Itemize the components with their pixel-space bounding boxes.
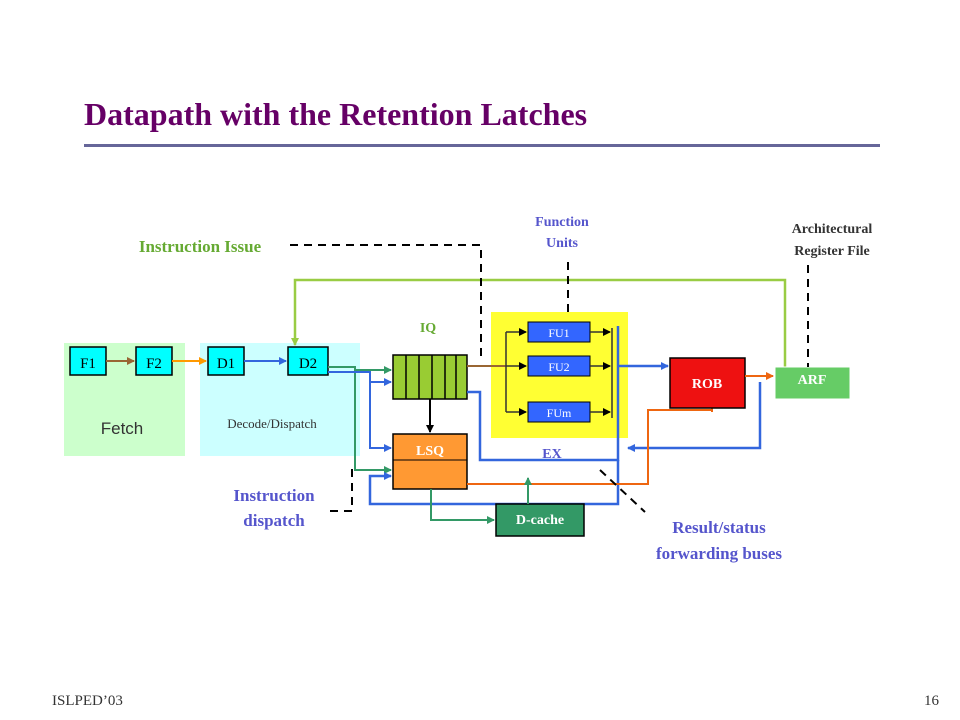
arch-reg-label-2: Register File xyxy=(794,244,870,259)
rob-label: ROB xyxy=(692,377,722,392)
rob-block xyxy=(669,357,746,409)
fu2-label: FU2 xyxy=(548,360,569,374)
fum-label: FUm xyxy=(547,406,572,420)
decode-label: Decode/Dispatch xyxy=(227,416,317,431)
result-forwarding-label-2: forwarding buses xyxy=(656,544,782,563)
ex-label: EX xyxy=(542,447,561,462)
instruction-dispatch-label-1: Instruction xyxy=(233,486,315,505)
fu1-label: FU1 xyxy=(548,326,569,340)
page-title: Datapath with the Retention Latches xyxy=(84,96,588,132)
footer-page-number: 16 xyxy=(924,693,939,709)
f2-label: F2 xyxy=(146,356,162,372)
arf-block xyxy=(774,366,851,400)
d2-latch xyxy=(287,346,329,376)
function-units-label-2: Units xyxy=(546,236,578,251)
dcache-block xyxy=(495,503,585,537)
iq-label: IQ xyxy=(420,321,436,336)
dcache-label: D-cache xyxy=(516,513,564,528)
f1-latch xyxy=(69,346,107,376)
title-underline xyxy=(84,144,880,147)
footer-conference: ISLPED’03 xyxy=(52,693,123,709)
lsq-block xyxy=(392,433,468,490)
function-units-label-1: Function xyxy=(535,215,589,230)
arch-reg-label-1: Architectural xyxy=(792,222,873,237)
d2-label: D2 xyxy=(299,356,317,372)
fetch-label: Fetch xyxy=(101,419,144,438)
lsq-label: LSQ xyxy=(416,444,444,459)
instruction-issue-label: Instruction Issue xyxy=(139,237,262,256)
result-forwarding-label-1: Result/status xyxy=(672,518,766,537)
d1-label: D1 xyxy=(217,356,235,372)
f1-label: F1 xyxy=(80,356,96,372)
instruction-dispatch-label-2: dispatch xyxy=(243,511,305,530)
arf-label: ARF xyxy=(798,373,827,388)
